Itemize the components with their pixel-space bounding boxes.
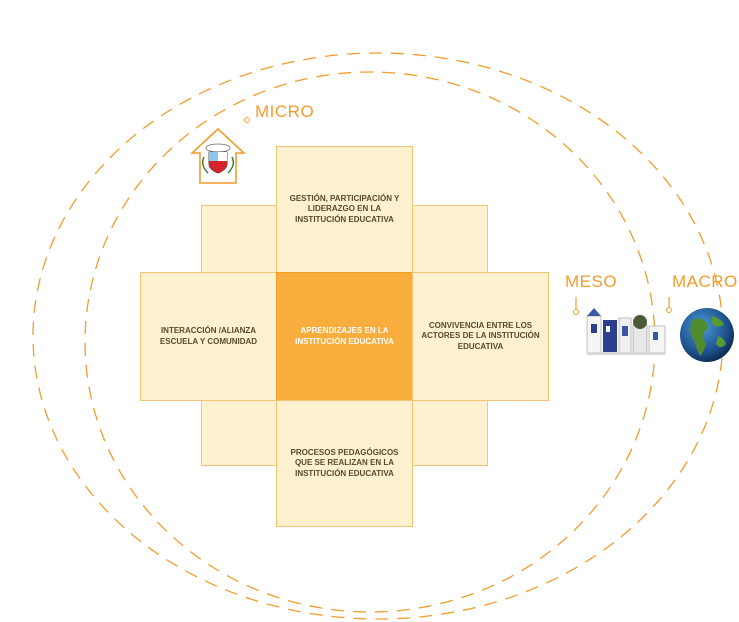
corner-bottom-right [412,400,488,466]
macro-label: MACRO [672,272,738,291]
box-gestion: GESTIÓN, PARTICIPACIÓN Y LIDERAZGO EN LA… [276,146,413,273]
meso-label: MESO [565,272,618,291]
box-interaccion: INTERACCIÓN /ALIANZA ESCUELA Y COMUNIDAD [140,272,277,401]
box-aprendizajes: APRENDIZAJES EN LA INSTITUCIÓN EDUCATIVA [276,272,413,401]
box-interaccion-text: INTERACCIÓN /ALIANZA ESCUELA Y COMUNIDAD [159,326,258,346]
micro-pin [244,117,250,123]
corner-bottom-left [201,400,277,466]
globe-icon [680,308,734,362]
corner-top-right [412,205,488,273]
box-procesos-text: PROCESOS PEDAGÓGICOS QUE SE REALIZAN EN … [290,447,399,478]
meso-pin [573,309,579,315]
corner-top-left [201,205,277,273]
macro-pin [666,307,672,313]
houses-icon [586,308,666,355]
box-gestion-text: GESTIÓN, PARTICIPACIÓN Y LIDERAZGO EN LA… [289,193,400,224]
box-convivencia: CONVIVENCIA ENTRE LOS ACTORES DE LA INST… [412,272,549,401]
box-aprendizajes-text: APRENDIZAJES EN LA INSTITUCIÓN EDUCATIVA [295,326,394,346]
school-house-icon [190,127,246,184]
micro-label: MICRO [255,102,315,121]
box-convivencia-text: CONVIVENCIA ENTRE LOS ACTORES DE LA INST… [421,320,540,351]
shield-icon [201,143,235,174]
box-procesos: PROCESOS PEDAGÓGICOS QUE SE REALIZAN EN … [276,400,413,527]
